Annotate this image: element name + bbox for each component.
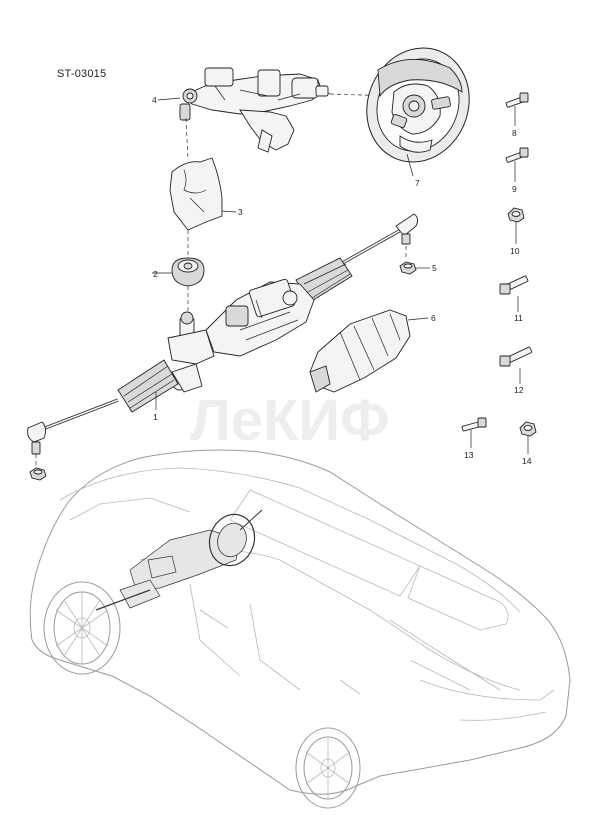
callout-10: 10 bbox=[510, 246, 520, 256]
callout-9: 9 bbox=[512, 184, 517, 194]
nut-left bbox=[29, 467, 47, 481]
callout-12: 12 bbox=[514, 385, 524, 395]
steering-column bbox=[179, 67, 331, 153]
callout-7: 7 bbox=[415, 178, 420, 188]
bolt-9 bbox=[505, 147, 529, 182]
column-boot bbox=[152, 257, 205, 287]
callout-5: 5 bbox=[432, 263, 437, 273]
diagram-code: ST-03015 bbox=[57, 68, 107, 80]
column-cover bbox=[169, 157, 237, 231]
front-wheel bbox=[43, 581, 121, 675]
callout-6: 6 bbox=[431, 313, 436, 323]
callout-13: 13 bbox=[464, 450, 474, 460]
callout-2: 2 bbox=[153, 269, 158, 279]
callout-11: 11 bbox=[514, 313, 523, 323]
callout-14: 14 bbox=[522, 456, 532, 466]
bolt-8 bbox=[505, 92, 529, 126]
callout-3: 3 bbox=[238, 207, 243, 217]
nut-10 bbox=[507, 207, 525, 244]
callout-1: 1 bbox=[153, 412, 158, 422]
steering-wheel bbox=[366, 47, 470, 163]
nut-5 bbox=[399, 261, 430, 275]
rear-wheel bbox=[295, 727, 361, 809]
callout-8: 8 bbox=[512, 128, 517, 138]
bolt-12 bbox=[499, 346, 533, 384]
vehicle-outline bbox=[29, 449, 571, 809]
bolt-13 bbox=[461, 417, 487, 448]
nut-14 bbox=[519, 421, 537, 454]
heat-shield bbox=[309, 309, 429, 393]
installed-steering-system bbox=[95, 509, 263, 611]
watermark: ЛеКИФ bbox=[190, 388, 390, 453]
steering-rack bbox=[27, 213, 419, 455]
bolt-11 bbox=[499, 275, 529, 312]
callout-4: 4 bbox=[152, 95, 157, 105]
